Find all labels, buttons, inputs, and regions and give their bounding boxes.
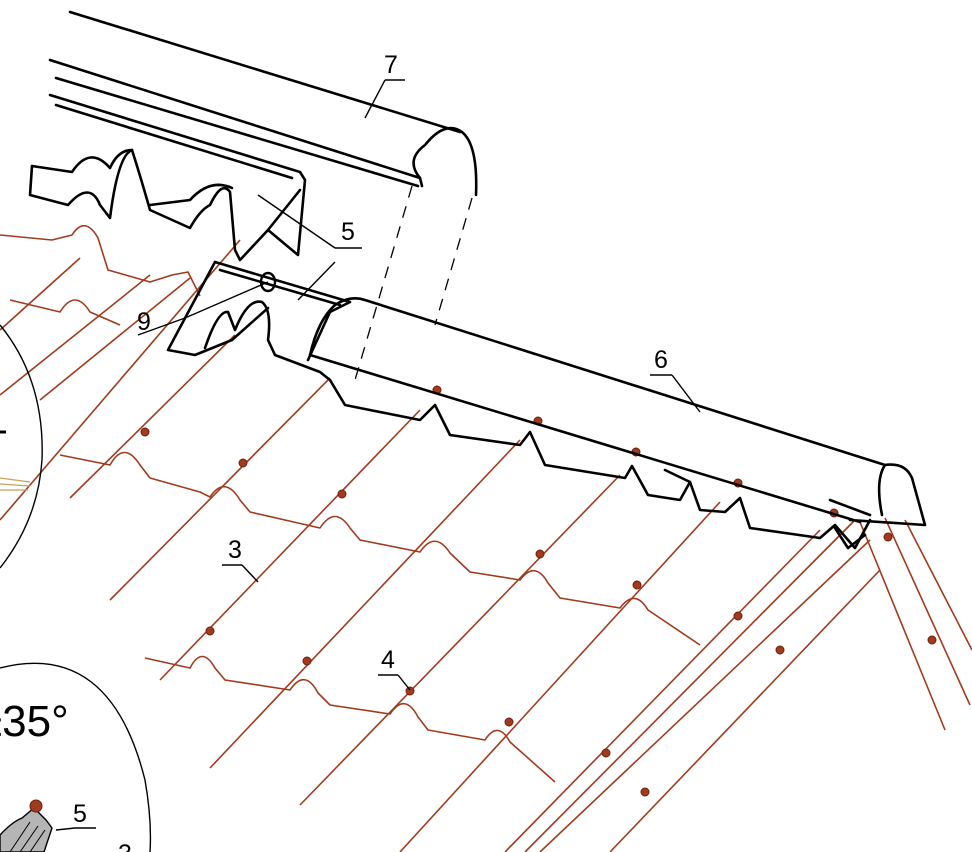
- align-dash: [354, 185, 413, 381]
- tile-diagonal: [69, 334, 236, 499]
- tile-diagonal: [0, 274, 151, 396]
- label-5: 5: [341, 218, 355, 246]
- tile-row-edge: [0, 224, 201, 297]
- screw: [302, 656, 312, 666]
- tile-profile-lower: [203, 300, 872, 550]
- tile-profile-upper-top: [30, 148, 234, 207]
- screw: [883, 532, 893, 542]
- inset-screw-head: [29, 799, 43, 813]
- detail-inset-upper: [0, 324, 43, 569]
- screw: [238, 458, 248, 468]
- ridge-cap-inner: [54, 76, 420, 188]
- tile-diagonal: [209, 439, 521, 769]
- inset-detail-lines: [0, 477, 31, 491]
- screw: [205, 626, 215, 636]
- leader-3: [241, 564, 259, 583]
- label-9: 9: [137, 308, 151, 336]
- inset-label-5: 5: [73, 800, 87, 828]
- leader-4: [397, 674, 411, 691]
- screw: [337, 489, 347, 499]
- leader-5-upper: [257, 194, 336, 249]
- ridge-seal-upper-inner: [54, 103, 294, 180]
- gable-board: [904, 519, 972, 651]
- gable-board: [884, 517, 971, 706]
- ridge-cap-6: [308, 297, 927, 527]
- align-dash: [434, 197, 473, 326]
- label-leaders: [222, 79, 701, 691]
- ridge-cap-6-front: [877, 463, 887, 517]
- inset-ridge-hatch: [9, 821, 46, 852]
- screw: [140, 427, 150, 437]
- tile-row-edge: [9, 299, 121, 326]
- tile-diagonal: [609, 569, 881, 852]
- gable-board: [859, 521, 946, 731]
- leader-6: [671, 374, 701, 413]
- screw: [927, 635, 937, 645]
- inset-ridge-section: [0, 807, 53, 852]
- screw: [733, 611, 743, 621]
- inset-circle-lower: [0, 662, 152, 852]
- tile-row-edge: [59, 451, 701, 646]
- screw: [535, 549, 545, 559]
- tile-diagonal: [39, 277, 191, 401]
- screw: [640, 787, 650, 797]
- tile-row-edge: [144, 655, 556, 783]
- screw: [775, 645, 785, 655]
- tile-diagonal: [399, 501, 721, 852]
- leader-5-lower: [297, 261, 336, 301]
- ridge-cap-end: [418, 176, 424, 188]
- ridge-cap-top: [68, 10, 462, 134]
- label-3: 3: [228, 536, 242, 564]
- screw: [601, 748, 611, 758]
- inset-leader-5: [55, 827, 76, 831]
- leader-9-base: [137, 317, 186, 336]
- metal-roof-tiles: [0, 224, 972, 852]
- label-7: 7: [384, 51, 398, 79]
- tile-profile-lower-b: [663, 468, 872, 550]
- leader-7: [364, 79, 386, 119]
- ridge-screw: [259, 271, 277, 293]
- ridge-cap-body: [48, 58, 478, 197]
- label-6: 6: [654, 346, 668, 374]
- screw: [504, 717, 514, 727]
- label-4: 4: [381, 646, 395, 674]
- tile-diagonal: [109, 377, 331, 601]
- tile-diagonal: [299, 474, 621, 806]
- tile-diagonal: [539, 539, 871, 852]
- ridge-cap-exploded: [28, 10, 478, 381]
- ridge-seal-lower-inner: [218, 268, 342, 307]
- ridge-seal-upper: [48, 93, 307, 257]
- tile-profile-upper: [28, 148, 302, 262]
- ridge-cap-mounted: [137, 260, 927, 550]
- leader-9: [184, 281, 269, 319]
- tile-diagonal: [504, 529, 821, 852]
- inset-label-3: 3: [118, 840, 132, 852]
- tile-diagonal: [159, 409, 421, 681]
- inset-angle-label: ±35°: [0, 697, 69, 746]
- screw: [405, 686, 415, 696]
- tile-diagonal: [524, 519, 856, 852]
- detail-inset-lower: ±35° 5 3: [0, 662, 152, 852]
- inset-circle-upper: [0, 324, 43, 569]
- tile-diagonal: [0, 257, 81, 331]
- screw: [632, 580, 642, 590]
- ridge-seal-lower: [166, 260, 352, 362]
